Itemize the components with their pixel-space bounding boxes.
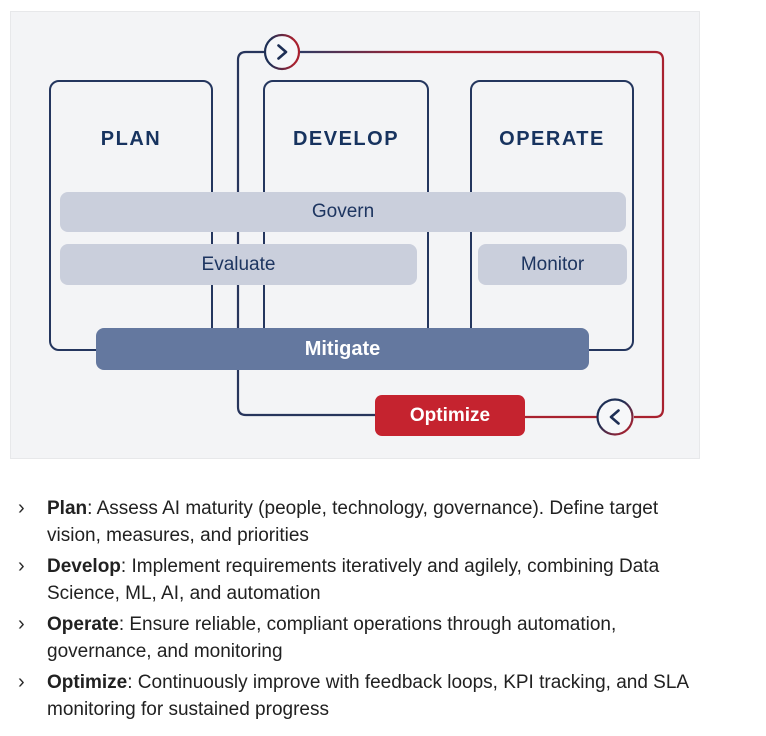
- bullet-text-optimize: Optimize: Continuously improve with feed…: [47, 669, 709, 723]
- bullet-text-plan: Plan: Assess AI maturity (people, techno…: [47, 495, 709, 549]
- bullet-rest: : Assess AI maturity (people, technology…: [47, 498, 659, 546]
- evaluate-bar: Evaluate: [60, 244, 417, 285]
- chevron-right-icon: [277, 44, 288, 60]
- bullet-marker: ›: [18, 671, 25, 693]
- optimize-node: Optimize: [375, 395, 525, 436]
- lifecycle-diagram-panel: PLAN DEVELOP OPERATE Govern Evaluate Mon…: [10, 11, 700, 459]
- list-item: › Plan: Assess AI maturity (people, tech…: [18, 495, 748, 549]
- phase-descriptions: › Plan: Assess AI maturity (people, tech…: [18, 495, 748, 723]
- loop-lines: [236, 33, 665, 436]
- bullet-text-develop: Develop: Implement requirements iterativ…: [47, 553, 709, 607]
- phase-label-operate: OPERATE: [499, 128, 605, 150]
- list-item: › Develop: Implement requirements iterat…: [18, 553, 748, 607]
- bullet-marker: ›: [18, 497, 25, 519]
- bullet-rest: : Ensure reliable, compliant operations …: [47, 614, 617, 662]
- monitor-bar: Monitor: [478, 244, 627, 285]
- bullet-term: Develop: [47, 556, 121, 577]
- bullet-rest: : Continuously improve with feedback loo…: [47, 672, 689, 720]
- bullet-rest: : Implement requirements iteratively and…: [47, 556, 660, 604]
- loop-line-red: [299, 50, 665, 419]
- list-item: › Optimize: Continuously improve with fe…: [18, 669, 748, 723]
- bullet-term: Optimize: [47, 672, 128, 693]
- chevron-left-icon: [609, 409, 620, 425]
- return-loop-circle: [596, 398, 634, 436]
- loop-line-navy: [236, 50, 377, 417]
- mitigate-bar: Mitigate: [96, 328, 589, 370]
- bullet-term: Plan: [47, 498, 88, 519]
- forward-loop-circle: [263, 33, 301, 71]
- phase-label-develop: DEVELOP: [292, 128, 400, 150]
- bullet-term: Operate: [47, 614, 119, 635]
- bullet-marker: ›: [18, 613, 25, 635]
- govern-bar: Govern: [60, 192, 626, 232]
- list-item: › Operate: Ensure reliable, compliant op…: [18, 611, 748, 665]
- phase-label-plan: PLAN: [100, 128, 162, 150]
- bullet-marker: ›: [18, 555, 25, 577]
- bullet-text-operate: Operate: Ensure reliable, compliant oper…: [47, 611, 709, 665]
